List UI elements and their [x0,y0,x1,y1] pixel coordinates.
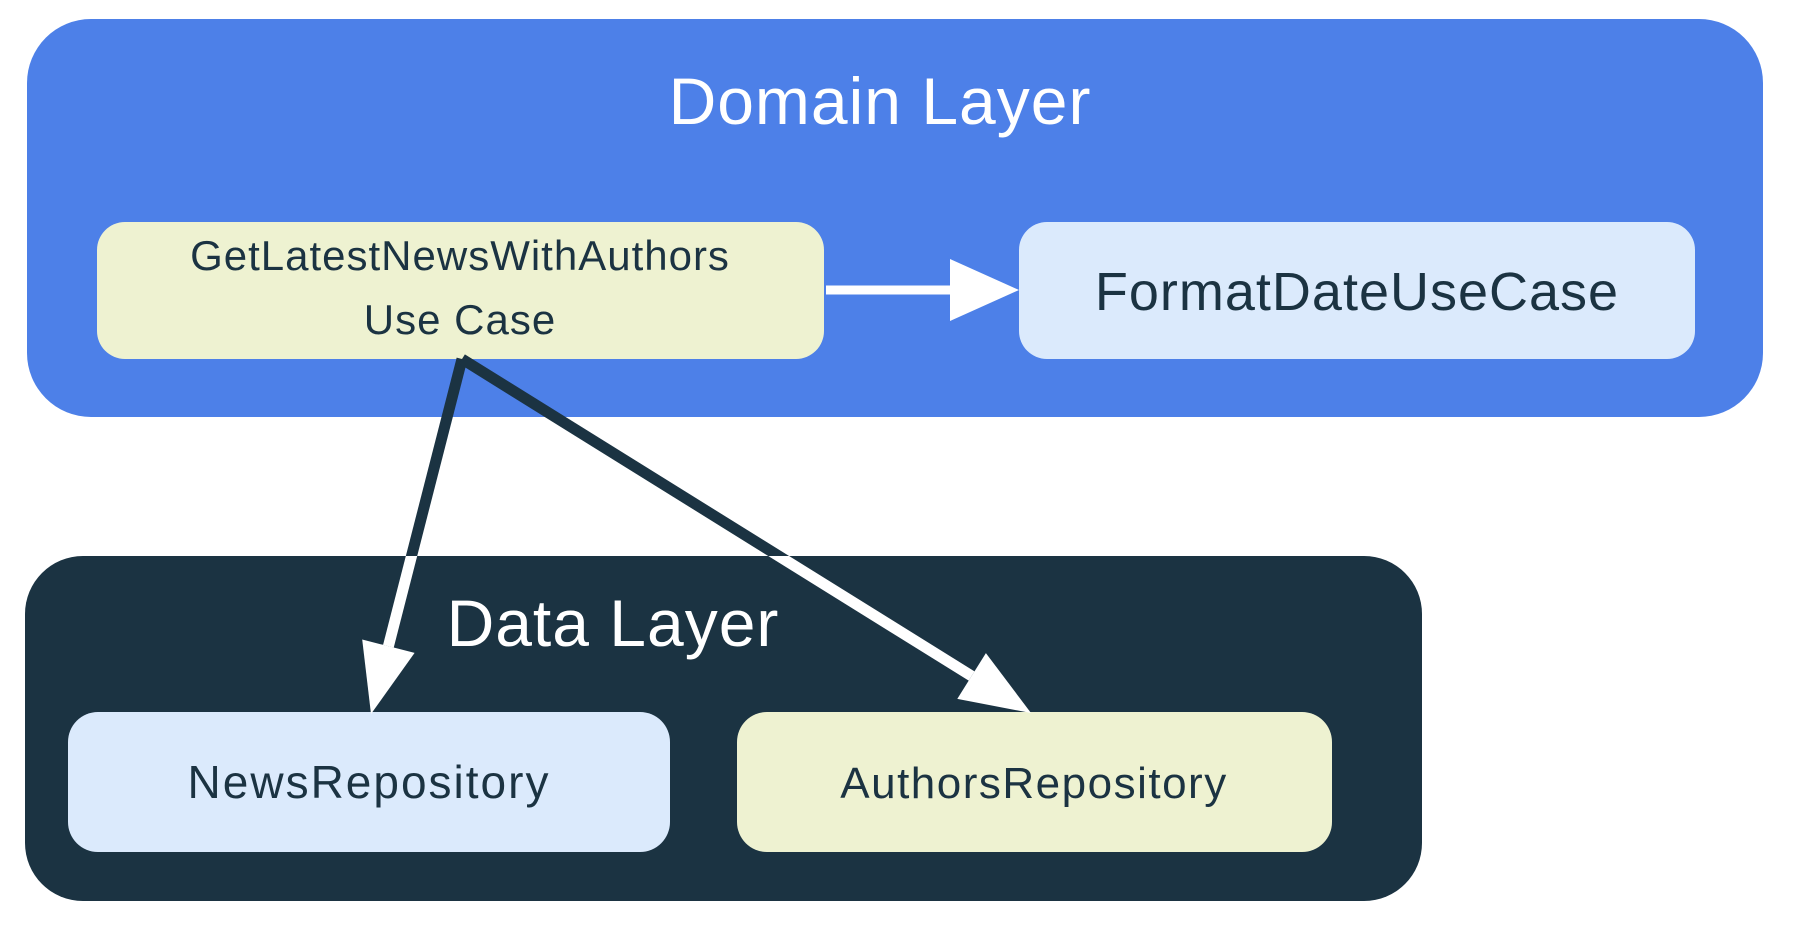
format-date-use-case-label: FormatDateUseCase [1095,262,1619,322]
get-latest-news-with-authors-label-line1: GetLatestNewsWithAuthors [190,232,730,279]
arrow-usecase-to-newsrepository-head [362,639,415,714]
format-date-use-case-box [1019,222,1695,359]
data-layer-title: Data Layer [447,586,780,660]
arrows-white-overlay-group [362,556,1031,714]
authors-repository-box [737,712,1332,852]
arrow-usecase-to-authorsrepository-white-stem [459,556,975,681]
arrow-usecase-to-newsrepository-white-stem [383,556,468,648]
news-repository-label: NewsRepository [188,756,551,808]
authors-repository-label: AuthorsRepository [840,759,1227,808]
arrow-usecase-to-formatdate-head [950,259,1019,321]
get-latest-news-with-authors-label-line2: Use Case [364,296,556,343]
get-latest-news-with-authors-use-case-box [97,222,824,359]
news-repository-box [68,712,670,852]
domain-layer-title: Domain Layer [669,64,1092,138]
arrow-usecase-to-authorsrepository-head [957,653,1031,713]
